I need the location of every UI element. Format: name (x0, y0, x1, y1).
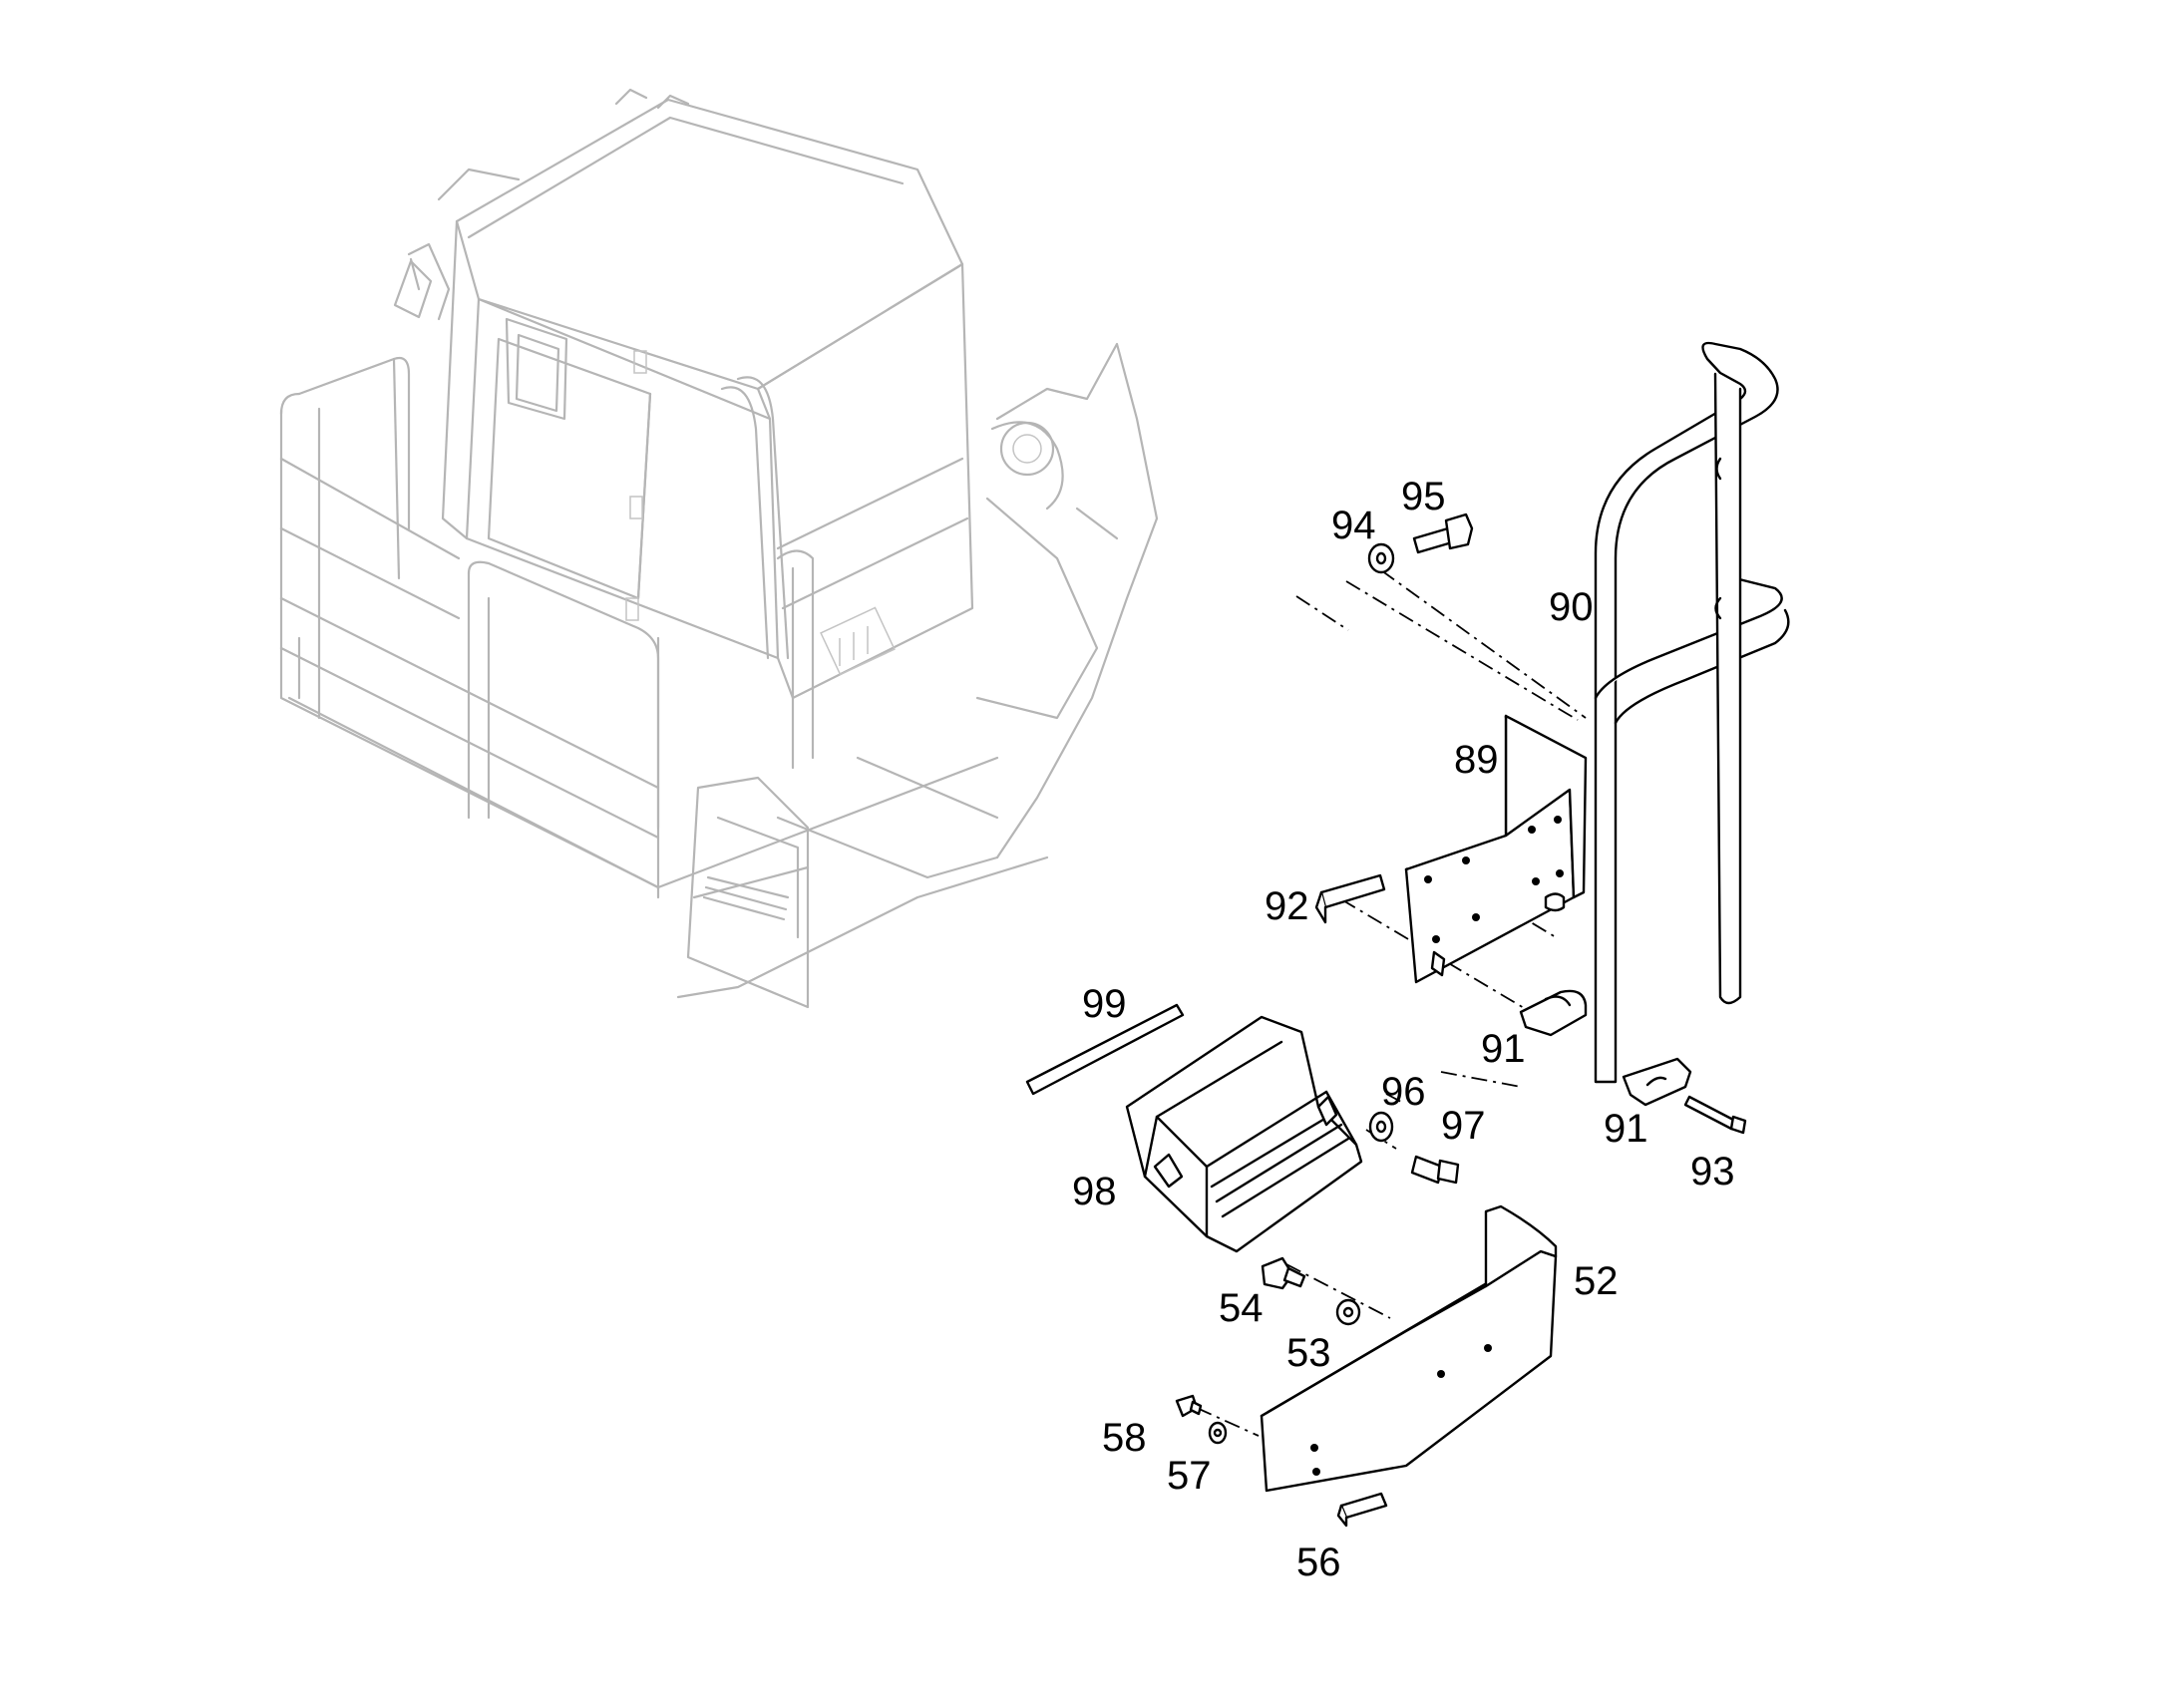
part-89-mounting-bracket (1404, 714, 1588, 984)
callout-92: 92 (1265, 884, 1309, 928)
part-90-grab-handle (1594, 341, 1790, 1084)
callout-54: 54 (1219, 1286, 1264, 1330)
part-93-bolt (1683, 1095, 1747, 1135)
part-97-bolt (1410, 1155, 1460, 1185)
callout-labels: 95 94 90 89 92 91 91 93 99 96 97 98 52 5… (1072, 475, 1735, 1584)
part-91-clamp-lower (1622, 1057, 1692, 1107)
callout-52: 52 (1574, 1259, 1619, 1303)
callout-89: 89 (1454, 738, 1499, 782)
machine-context-view (279, 88, 1159, 1009)
callout-56: 56 (1296, 1540, 1341, 1584)
part-94-washer (1367, 542, 1395, 574)
part-52-lower-bracket (1260, 1204, 1558, 1493)
callout-91-lower: 91 (1604, 1107, 1648, 1151)
part-96-washer (1368, 1111, 1394, 1143)
part-56-plate (1336, 1492, 1388, 1528)
part-58-bolt (1175, 1394, 1203, 1418)
callout-57: 57 (1167, 1454, 1212, 1498)
callout-58: 58 (1102, 1416, 1147, 1460)
callout-93: 93 (1690, 1150, 1735, 1194)
part-57-washer (1208, 1421, 1228, 1445)
part-92-clamp-plate (1314, 873, 1386, 924)
part-95-bolt (1412, 512, 1474, 554)
callout-94: 94 (1331, 504, 1376, 547)
part-98-step (1125, 1015, 1363, 1253)
part-53-washer (1335, 1298, 1361, 1326)
callout-95: 95 (1401, 475, 1446, 518)
callout-98: 98 (1072, 1170, 1117, 1213)
callout-97: 97 (1441, 1104, 1486, 1148)
part-54-bolt (1261, 1256, 1306, 1290)
callout-53: 53 (1286, 1331, 1331, 1375)
callout-90: 90 (1549, 585, 1594, 629)
callout-96: 96 (1381, 1070, 1426, 1114)
part-91-clamp-upper (1519, 989, 1588, 1037)
callout-91-upper: 91 (1481, 1027, 1526, 1071)
part-99-strap (1025, 1003, 1185, 1096)
callout-99: 99 (1082, 982, 1127, 1026)
